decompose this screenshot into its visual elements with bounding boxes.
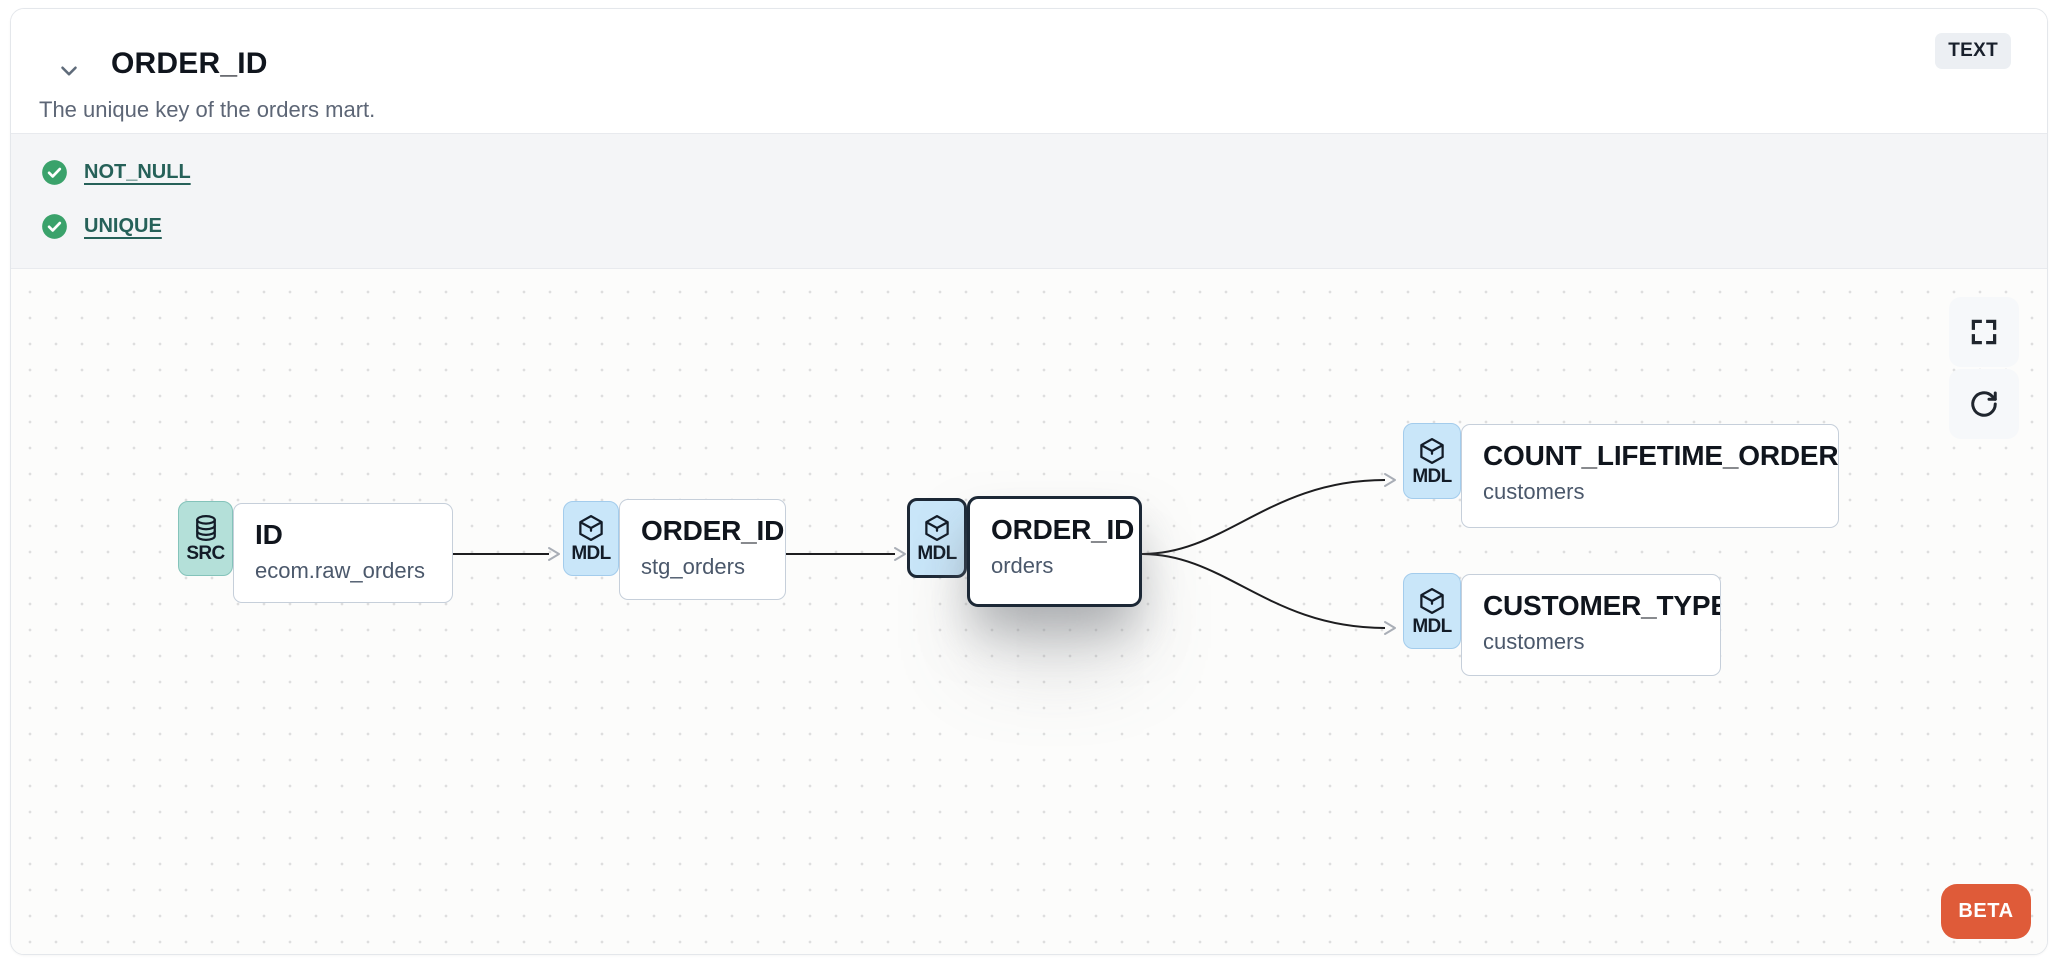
page-title: ORDER_ID <box>111 47 268 80</box>
fullscreen-button[interactable] <box>1949 297 2019 367</box>
node-subtitle: orders <box>991 553 1054 578</box>
lineage-canvas[interactable]: SRC ID ecom.raw_orders MDL <box>11 269 2047 954</box>
tests-section: NOT_NULL UNIQUE <box>11 133 2047 269</box>
lineage-edges <box>453 473 1396 635</box>
column-details-card: ORDER_ID TEXT The unique key of the orde… <box>10 8 2048 955</box>
test-row: NOT_NULL <box>41 158 2047 186</box>
node-kind-badge: SRC <box>178 501 233 576</box>
node-box: CUSTOMER_TYPE customers <box>1461 574 1721 676</box>
node-box: ORDER_ID stg_orders <box>619 499 786 600</box>
header: ORDER_ID TEXT The unique key of the orde… <box>11 9 2047 133</box>
arrowhead-icon <box>894 547 906 561</box>
arrowhead-icon <box>548 547 560 561</box>
arrowhead-icon <box>1384 621 1396 635</box>
beta-badge: BETA <box>1941 884 2031 939</box>
test-row: UNIQUE <box>41 212 2047 240</box>
node-subtitle: ecom.raw_orders <box>255 558 425 583</box>
node-title: ORDER_ID <box>991 514 1135 545</box>
column-type-badge: TEXT <box>1935 33 2011 69</box>
node-kind-badge: MDL <box>907 498 967 578</box>
lineage-node-count-lifetime-orders[interactable]: MDL COUNT_LIFETIME_ORDERS customers <box>1403 422 1839 530</box>
check-circle-icon <box>42 213 67 239</box>
test-link-not-null[interactable]: NOT_NULL <box>84 160 191 183</box>
column-description: The unique key of the orders mart. <box>39 97 376 122</box>
lineage-node-order-id-orders[interactable]: MDL ORDER_ID orders <box>907 494 1146 609</box>
node-kind-badge: MDL <box>1403 573 1461 649</box>
node-subtitle: customers <box>1483 629 1585 654</box>
lineage-node-id[interactable]: SRC ID ecom.raw_orders <box>178 499 453 605</box>
chevron-down-icon <box>61 66 77 76</box>
lineage-node-customer-type[interactable]: MDL CUSTOMER_TYPE customers <box>1403 572 1721 678</box>
node-kind-label: MDL <box>571 543 611 564</box>
node-kind-badge: MDL <box>1403 423 1461 499</box>
node-title: ID <box>255 519 283 550</box>
node-kind-label: MDL <box>1412 615 1452 637</box>
node-box: COUNT_LIFETIME_ORDERS customers <box>1461 424 1839 528</box>
cube-icon <box>579 515 603 541</box>
cube-icon <box>925 514 949 541</box>
node-kind-label: SRC <box>186 543 225 564</box>
cube-icon <box>1420 437 1444 464</box>
edge-orders-to-count <box>1141 479 1386 555</box>
refresh-button[interactable] <box>1949 369 2019 439</box>
node-kind-label: MDL <box>917 542 957 564</box>
arrowhead-icon <box>1384 473 1396 487</box>
fullscreen-icon <box>1971 319 1997 345</box>
node-box: ORDER_ID orders <box>967 496 1142 607</box>
node-subtitle: stg_orders <box>641 554 745 579</box>
node-title: ORDER_ID <box>641 515 785 546</box>
node-kind-label: MDL <box>1412 465 1452 487</box>
node-subtitle: customers <box>1483 479 1585 504</box>
cube-icon <box>1420 587 1444 614</box>
database-icon <box>195 515 216 541</box>
refresh-icon <box>1971 391 1997 417</box>
edge-orders-to-customer-type <box>1141 553 1386 629</box>
node-box: ID ecom.raw_orders <box>233 503 453 603</box>
node-title: CUSTOMER_TYPE <box>1483 590 1721 621</box>
collapse-button[interactable] <box>51 53 87 89</box>
test-link-unique[interactable]: UNIQUE <box>84 214 162 237</box>
lineage-node-order-id-stg-orders[interactable]: MDL ORDER_ID stg_orders <box>563 498 786 604</box>
node-kind-badge: MDL <box>563 501 619 576</box>
node-title: COUNT_LIFETIME_ORDERS <box>1483 440 1839 471</box>
check-circle-icon <box>42 159 67 185</box>
